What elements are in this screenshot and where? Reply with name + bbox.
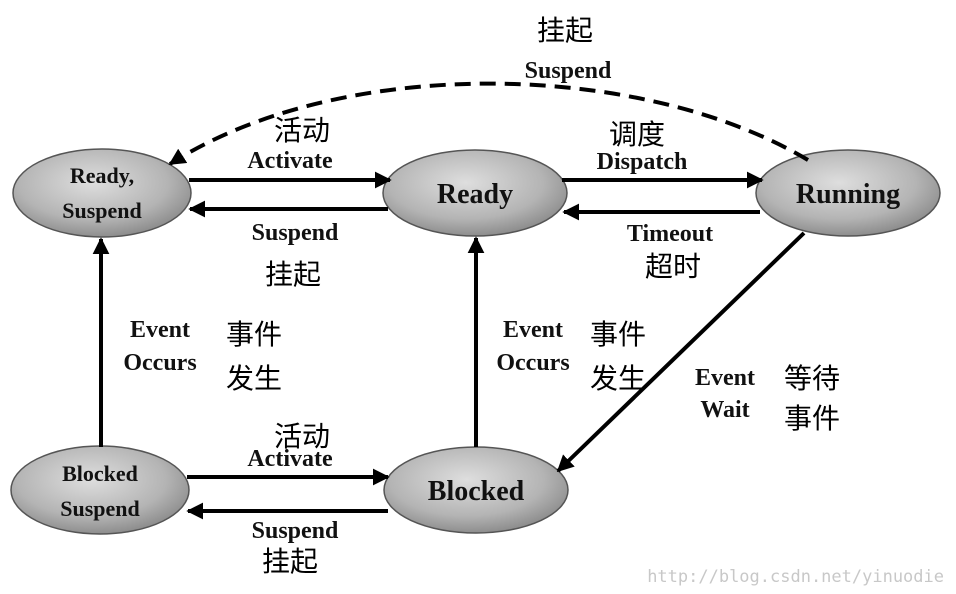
- label-activate-bottom-cn: 活动: [274, 420, 330, 453]
- arrow-running-to-blocked: [556, 231, 806, 473]
- label-event-wait-cn2: 事件: [784, 402, 840, 435]
- label-suspend-top-en: Suspend: [252, 220, 339, 246]
- label-dispatch-en: Dispatch: [597, 149, 688, 175]
- label-mid-event-cn1: 事件: [590, 318, 646, 351]
- watermark-url: http://blog.csdn.net/yinuodie: [647, 567, 944, 587]
- state-blocked-suspend-line2: Suspend: [60, 496, 140, 521]
- label-mid-event-en2: Occurs: [496, 350, 569, 376]
- label-event-wait-cn1: 等待: [784, 362, 840, 395]
- label-event-wait-en1: Event: [695, 365, 755, 391]
- state-blocked-label: Blocked: [428, 476, 525, 507]
- label-mid-event-en1: Event: [503, 317, 563, 343]
- label-activate-top-en: Activate: [247, 148, 333, 174]
- label-dispatch-cn: 调度: [609, 118, 665, 151]
- state-running-label: Running: [796, 179, 900, 210]
- label-suspend-bottom-en: Suspend: [252, 518, 339, 544]
- state-blocked: Blocked: [383, 446, 569, 534]
- state-ready-suspend: Ready, Suspend: [12, 148, 192, 238]
- label-top-suspend-en: Suspend: [525, 58, 612, 84]
- label-suspend-bottom-cn: 挂起: [262, 545, 318, 578]
- state-ready: Ready: [382, 149, 568, 237]
- label-left-event-en2: Occurs: [123, 350, 196, 376]
- state-ready-suspend-line1: Ready,: [70, 163, 134, 188]
- arrow-running-to-ready-suspend: [168, 81, 810, 166]
- label-left-event-cn1: 事件: [226, 318, 282, 351]
- label-timeout-en: Timeout: [627, 221, 713, 247]
- state-running: Running: [755, 149, 941, 237]
- state-ready-label: Ready: [437, 179, 513, 210]
- state-blocked-suspend-line1: Blocked: [62, 461, 138, 486]
- label-timeout-cn: 超时: [645, 250, 701, 283]
- label-left-event-cn2: 发生: [226, 362, 282, 395]
- label-top-suspend-cn: 挂起: [537, 14, 593, 47]
- label-activate-top-cn: 活动: [274, 114, 330, 147]
- label-event-wait-en2: Wait: [700, 397, 749, 423]
- label-suspend-top-cn: 挂起: [265, 258, 321, 291]
- state-blocked-suspend: Blocked Suspend: [10, 445, 190, 535]
- label-left-event-en1: Event: [130, 317, 190, 343]
- label-mid-event-cn2: 发生: [590, 362, 646, 395]
- state-ready-suspend-line2: Suspend: [62, 198, 142, 223]
- label-activate-bottom-en: Activate: [247, 446, 333, 472]
